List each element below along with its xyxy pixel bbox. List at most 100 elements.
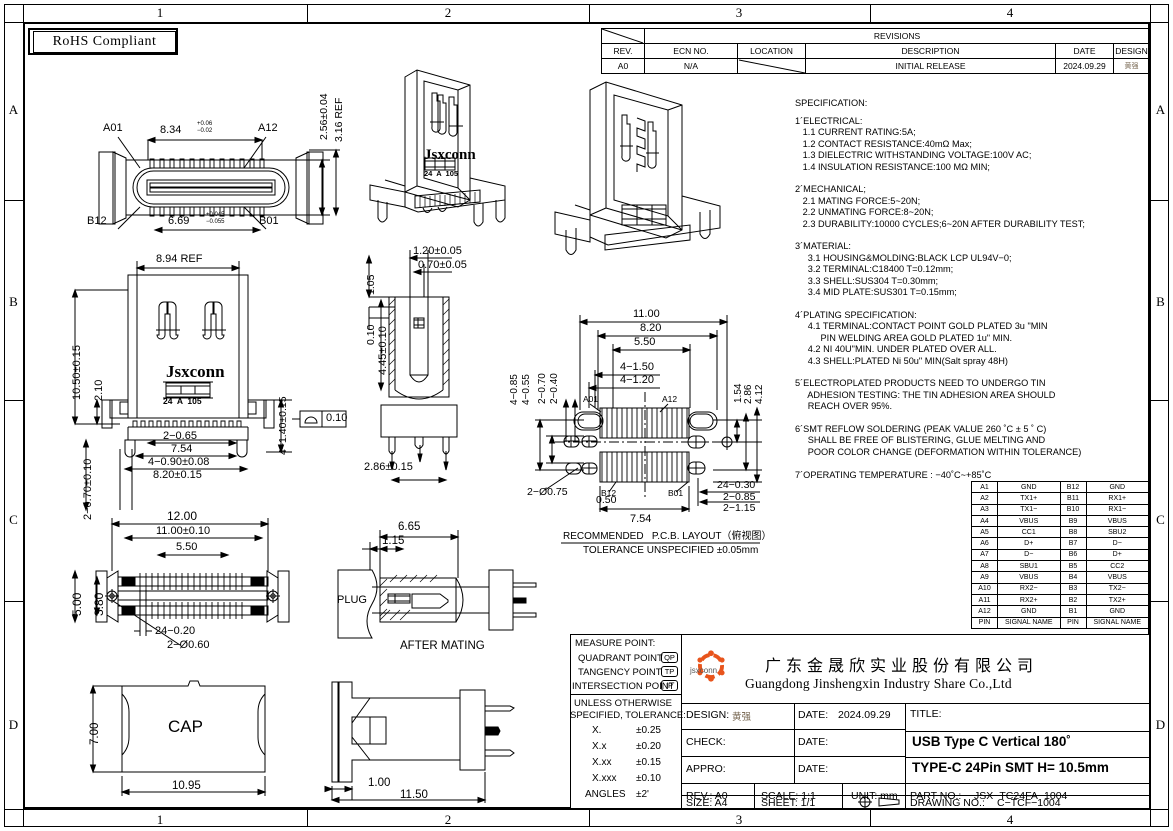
title-label: TITLE: (910, 708, 942, 720)
plug-label: PLUG (337, 594, 367, 606)
pcb-dim-24-0-30: 24−0.30 (717, 479, 756, 491)
pcb-dim-4-1-50: 4−1.50 (620, 361, 654, 373)
dim-4-1-40: 4−1.40±0.15 (277, 396, 289, 455)
pcb-dim-2-1-15: 2−1.15 (723, 502, 756, 514)
dim-6-69: 6.69 (168, 215, 190, 227)
tb-div-row5 (905, 795, 1150, 796)
tb-div-4 (754, 783, 755, 809)
dim-1-00: 1.00 (368, 777, 391, 789)
part-marking-side: 24 A 105 (163, 396, 202, 406)
drawing-no-label: DRAWING NO.: (910, 797, 985, 809)
dim-11-00: 11.00±0.10 (156, 525, 211, 537)
zone-label-left-a: A (8, 102, 19, 117)
callout-b12: B12 (87, 215, 107, 227)
zone-tick-left-c (4, 601, 23, 602)
revisions-table: REVISIONS REV. ECN NO. LOCATION DESCRIPT… (601, 28, 1151, 74)
pcb-dim-8-20: 8.20 (640, 322, 662, 334)
after-mating-view (338, 530, 536, 638)
zone-label-top-4: 4 (1006, 5, 1014, 20)
design-date-value: 2024.09.29 (838, 709, 891, 721)
rev-cell-location (737, 58, 806, 74)
pcb-layout-view (535, 315, 762, 543)
size-label: SIZE: A4 (686, 797, 728, 809)
zone-tick-top-1 (307, 4, 308, 22)
dim-2-0-65: 2−0.65 (163, 430, 197, 442)
zone-label-right-b: B (1156, 294, 1165, 309)
tolerance-val-1: ±0.20 (636, 741, 661, 752)
appro-label: APPRO: (686, 763, 726, 775)
isometric-view-rear (555, 82, 720, 255)
zone-label-left-c: C (9, 512, 18, 527)
tolerance-key-4: ANGLES (585, 789, 626, 800)
zone-tick-left-b (4, 400, 23, 401)
side-elevation-view (73, 261, 347, 510)
callout-a12: A12 (258, 122, 278, 134)
zone-strip-bottom-line (4, 809, 1169, 810)
pcb-dim-2-0-85: 2−0.85 (723, 491, 756, 503)
zone-tick-bot-1 (307, 809, 308, 827)
dim-5-00: 5.00 (70, 592, 84, 616)
pin-table-header-cell: SIGNAL NAME (1085, 616, 1149, 629)
pcb-callout-b01: B01 (668, 488, 684, 498)
zone-strip-right-line (1150, 4, 1151, 827)
title-line-2: TYPE-C 24Pin SMT H= 10.5mm (912, 760, 1109, 775)
dim-10-95: 10.95 (172, 780, 201, 792)
tb-div-row4 (681, 795, 905, 796)
tolerance-val-3: ±0.10 (636, 773, 661, 784)
measure-quadrant-label: QUADRANT POINT (578, 653, 663, 664)
rev-cell-ecn: N/A (644, 58, 738, 74)
part-no-value: JSX−TC24FA−1004 (974, 790, 1068, 802)
pcb-dim-0-50: 0.50 (596, 494, 617, 506)
dim-8-34-tol-dn: −0.02 (197, 128, 213, 134)
check-date-label: DATE: (798, 736, 829, 748)
dim-8-34-tol-up: +0.06 (197, 121, 213, 127)
scale-label: SCALE: 1:1 (761, 790, 816, 802)
company-name-cn: 广东金晟欣实业股份有限公司 (765, 658, 1039, 675)
dim-2-86-profile: 2.86±0.15 (364, 461, 413, 473)
tb-div-title1 (905, 731, 1150, 732)
side-view-with-cap (325, 682, 514, 803)
tangency-point-symbol: TP (661, 666, 678, 677)
zone-tick-top-3 (870, 4, 871, 22)
zone-tick-bot-2 (589, 809, 590, 827)
front-view-connector (99, 137, 340, 233)
bottom-view-connector (73, 518, 290, 645)
brand-mark-iso: Jsxconn (424, 147, 476, 163)
part-marking-iso: 24 A 105 (424, 169, 459, 178)
tolerance-key-3: X.xxx (592, 773, 617, 784)
pcb-caption-line2: TOLERANCE UNSPECIFIED ±0.05mm (583, 545, 759, 556)
tb-div-row1 (681, 729, 905, 730)
tolerance-val-4: ±2' (636, 789, 649, 800)
dim-0-10-profile: 0.10 (365, 324, 377, 345)
zone-label-right-a: A (1155, 102, 1166, 117)
tolerance-key-1: X.x (592, 741, 607, 752)
title-line-1: USB Type C Vertical 180˚ (912, 734, 1071, 749)
dim-8-34: 8.34 (160, 124, 182, 136)
pcb-caption-line1: RECOMMENDED P.C.B. LAYOUT（俯视图） (563, 531, 772, 542)
tb-div-title2 (905, 757, 1150, 758)
specification-heading: SPECIFICATION: (795, 98, 868, 108)
pcb-dim-4-12: 4.12 (754, 384, 765, 404)
measure-intersection-label: INTERSECTION POINT (572, 681, 675, 692)
revisions-corner-slash (601, 28, 644, 44)
dim-0-70: 0.70±0.05 (418, 259, 467, 271)
callout-b01: B01 (259, 215, 279, 227)
dim-2-dia-0-60: 2−Ø0.60 (167, 639, 210, 651)
zone-tick-top-2 (589, 4, 590, 22)
dim-7-00: 7.00 (89, 722, 101, 745)
specification-body: 1´ELECTRICAL: 1.1 CURRENT RATING:5A; 1.2… (795, 116, 1085, 480)
drawing-no-value: C−TCF−1004 (997, 797, 1061, 809)
cap-label: CAP (168, 717, 203, 736)
zone-label-right-c: C (1156, 512, 1165, 527)
pcb-callout-a12: A12 (662, 394, 678, 404)
zone-tick-right-a (1150, 200, 1169, 201)
tolerance-heading-1: UNLESS OTHERWISE (574, 698, 673, 709)
rohs-badge-outer (28, 28, 178, 55)
check-label: CHECK: (686, 736, 726, 748)
